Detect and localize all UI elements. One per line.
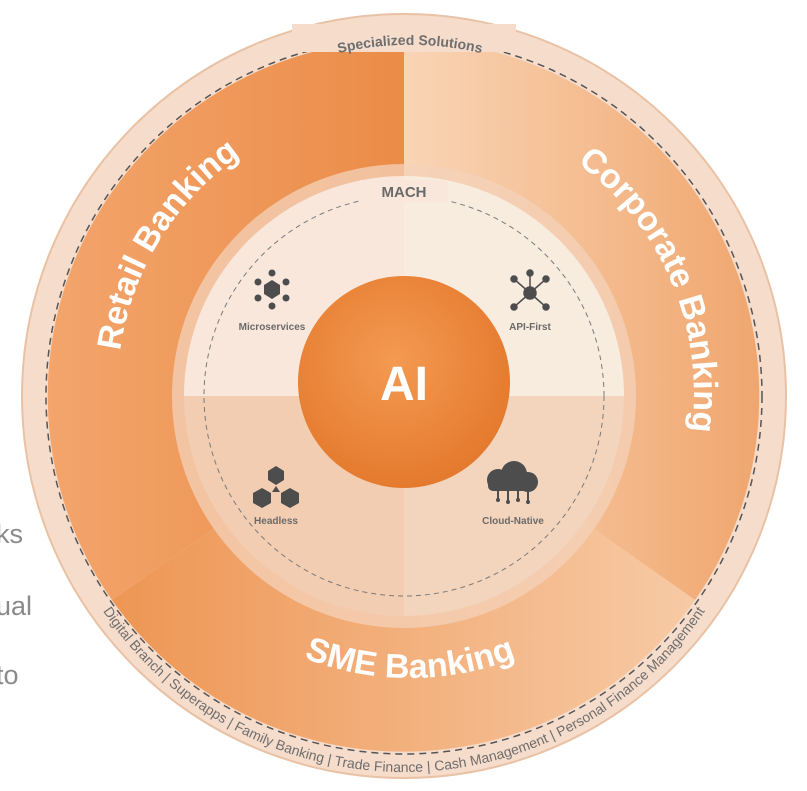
mach-title-bg	[360, 180, 448, 202]
mach-title: MACH	[382, 184, 427, 201]
ai-label: AI	[380, 358, 428, 411]
node-label-cloud-native: Cloud-Native	[482, 516, 544, 527]
node-label-microservices: Microservices	[239, 322, 306, 333]
mach-dashed-circle	[203, 195, 605, 597]
node-label-headless: Headless	[254, 516, 298, 527]
node-label-api-first: API-First	[509, 322, 551, 333]
headless-blocks-icon	[253, 466, 299, 508]
background-text-fragment: to	[0, 660, 19, 690]
top-label-bg	[292, 24, 516, 52]
background-text-fragment: ks	[0, 519, 23, 549]
api-network-icon	[510, 269, 550, 311]
cloud-icon	[487, 461, 538, 504]
background-text-fragment: ual	[0, 591, 33, 621]
microservices-icon	[254, 269, 290, 310]
ai-center-circle	[298, 276, 510, 488]
